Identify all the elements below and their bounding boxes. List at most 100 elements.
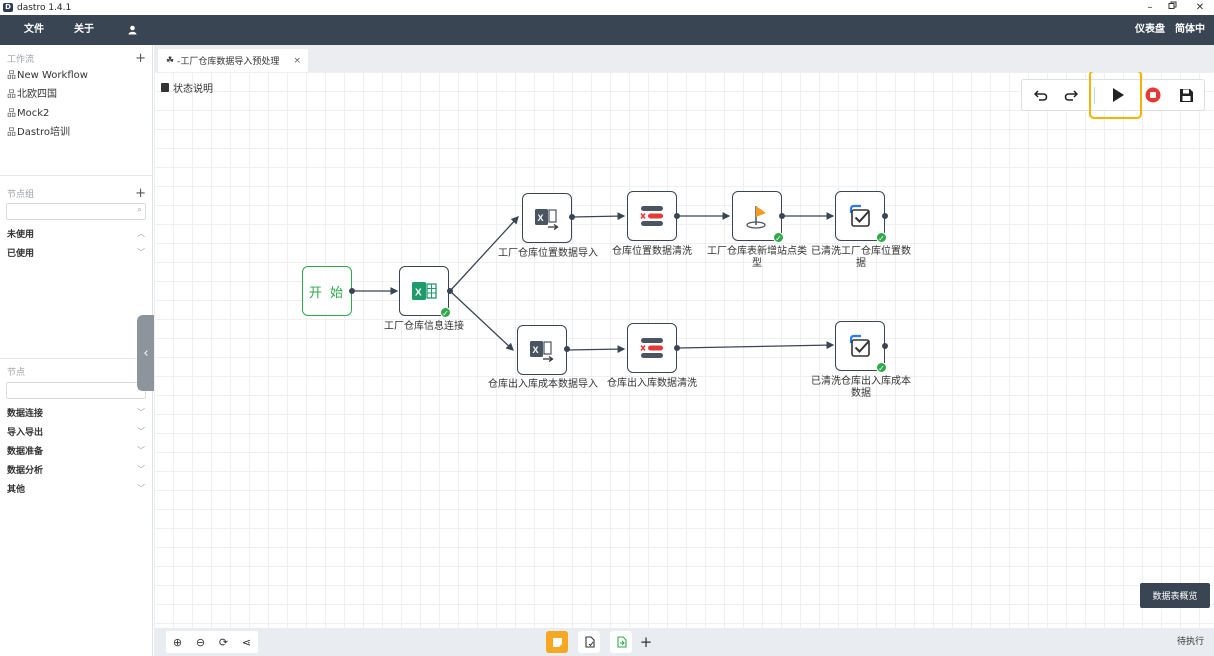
node-label: 仓库位置数据清洗	[612, 246, 692, 257]
bottom-bar: ⊕ ⊖ ⟳ ⋖ + 待执行	[154, 628, 1214, 656]
output-port[interactable]	[882, 213, 888, 219]
success-check-icon: ✓	[440, 307, 451, 318]
export-sheet-icon[interactable]	[610, 631, 632, 653]
menu-file[interactable]: 文件	[24, 24, 44, 35]
document-icon[interactable]	[578, 631, 600, 653]
node-label: 仓库出入库数据清洗	[607, 378, 697, 389]
zoom-out-icon[interactable]: ⊖	[195, 635, 206, 649]
note-icon[interactable]	[546, 631, 568, 653]
workflow-node[interactable]	[627, 191, 677, 241]
save-button[interactable]	[1171, 80, 1201, 110]
title-bar: D dastro 1.4.1 – ✕	[0, 0, 1214, 15]
workflow-item[interactable]: 品北欧四国	[7, 85, 57, 104]
workflows-title: 工作流	[7, 54, 35, 65]
output-port[interactable]	[779, 213, 785, 219]
save-icon	[1179, 88, 1193, 102]
workflow-node[interactable]: X	[517, 325, 567, 375]
output-port[interactable]	[569, 214, 575, 220]
node-search[interactable]: ⌕	[6, 382, 146, 399]
workflow-tree-icon: 品	[7, 71, 17, 81]
zoom-in-icon[interactable]: ⊕	[172, 635, 183, 649]
add-tab-icon[interactable]: +	[639, 633, 653, 651]
node-group-unused[interactable]: 未使用︿	[0, 224, 153, 243]
add-node-group-button[interactable]: +	[135, 185, 146, 201]
undo-button[interactable]	[1026, 80, 1056, 110]
add-workflow-button[interactable]: +	[135, 50, 146, 66]
menu-bar: 文件 关于 仪表盘 简体中文	[0, 15, 1214, 65]
checked-table-icon	[836, 192, 884, 240]
node-label: 工厂仓库位置数据导入	[498, 248, 598, 259]
output-port[interactable]	[674, 213, 680, 219]
success-check-icon: ✓	[773, 232, 784, 243]
node-category-item[interactable]: 数据连接﹀	[0, 403, 153, 422]
collapse-sidebar-button[interactable]: ‹	[137, 315, 155, 391]
node-group-label: 已使用	[7, 249, 35, 259]
connector	[449, 290, 514, 351]
close-window-button[interactable]: ✕	[1195, 2, 1205, 13]
output-port[interactable]	[674, 345, 680, 351]
start-node[interactable]: 开 始	[302, 266, 352, 316]
workflow-node[interactable]: X	[522, 193, 572, 243]
workflow-item[interactable]: 品New Workflow	[7, 66, 88, 85]
node-category-label: 导入导出	[7, 428, 44, 438]
node-category-item[interactable]: 导入导出 ﹀	[0, 422, 153, 441]
node-category-item[interactable]: 数据准备﹀	[0, 441, 153, 460]
node-category-label: 其他	[7, 485, 26, 495]
workflow-node[interactable]: ✓	[732, 191, 784, 243]
redo-icon	[1064, 90, 1078, 101]
node-category-item[interactable]: 数据分析﹀	[0, 460, 153, 479]
connector	[571, 212, 626, 221]
divider	[0, 175, 153, 176]
flag-icon	[733, 192, 781, 240]
node-category-label: 数据准备	[7, 447, 44, 457]
svg-text:X: X	[415, 288, 422, 299]
info-icon	[161, 83, 169, 92]
workflows-header: 工作流 +	[0, 49, 153, 67]
redo-button[interactable]	[1056, 80, 1086, 110]
workflow-tree-icon: 品	[7, 90, 17, 100]
minimize-button[interactable]: –	[1147, 2, 1153, 13]
connector	[677, 341, 835, 350]
node-label: 工厂仓库表新增站点类型	[707, 246, 807, 269]
output-port[interactable]	[349, 288, 355, 294]
run-button[interactable]	[1103, 80, 1133, 110]
close-tab-icon[interactable]: ×	[293, 55, 301, 66]
share-icon[interactable]: ⋖	[241, 635, 252, 649]
stop-button[interactable]	[1138, 80, 1168, 110]
workflow-node[interactable]: ✓	[835, 191, 887, 243]
output-port[interactable]	[882, 343, 888, 349]
workflow-node[interactable]: X ✓	[399, 266, 451, 318]
output-port[interactable]	[447, 288, 453, 294]
node-group-search[interactable]: ⌕	[6, 203, 146, 220]
success-check-icon: ✓	[876, 362, 887, 373]
excel-import-icon: X	[523, 194, 571, 242]
refresh-icon[interactable]: ⟳	[218, 635, 229, 649]
tab-bar: ☘ -工厂仓库数据导入预处理 ×	[154, 45, 1214, 72]
chevron-down-icon: ﹀	[137, 427, 145, 436]
workflow-label: New Workflow	[17, 70, 88, 81]
output-port[interactable]	[564, 346, 570, 352]
node-group-used[interactable]: 已使用﹀	[0, 243, 153, 262]
svg-text:X: X	[533, 345, 539, 355]
node-category-item[interactable]: 其他 ﹀	[0, 479, 153, 498]
data-clean-icon	[628, 324, 676, 372]
node-group-search-input[interactable]	[7, 204, 127, 219]
svg-text:X: X	[538, 213, 544, 223]
workflow-node[interactable]	[627, 323, 677, 373]
play-icon	[1113, 88, 1124, 102]
chevron-down-icon: ﹀	[137, 484, 145, 493]
workflow-item[interactable]: 品Mock2	[7, 104, 49, 123]
tab-workflow[interactable]: ☘ -工厂仓库数据导入预处理 ×	[158, 49, 308, 72]
workflow-item[interactable]: 品Dastro培训	[7, 123, 70, 142]
user-icon[interactable]	[128, 15, 137, 48]
workflow-node[interactable]: ✓	[835, 321, 887, 373]
data-overview-button[interactable]: 数据表概览	[1140, 583, 1210, 608]
node-search-input[interactable]	[7, 383, 127, 398]
node-group-label: 未使用	[7, 230, 35, 240]
menu-about[interactable]: 关于	[74, 24, 94, 35]
maximize-button[interactable]	[1162, 0, 1182, 15]
menu-dashboard[interactable]: 仪表盘	[1135, 24, 1165, 35]
workflow-label: Dastro培训	[17, 127, 70, 138]
workflow-canvas[interactable]: 状态说明 开 始 X ✓ 工厂仓库信息连接 X 工厂仓库位置数据导入	[154, 72, 1214, 628]
status-legend[interactable]: 状态说明	[161, 80, 213, 95]
